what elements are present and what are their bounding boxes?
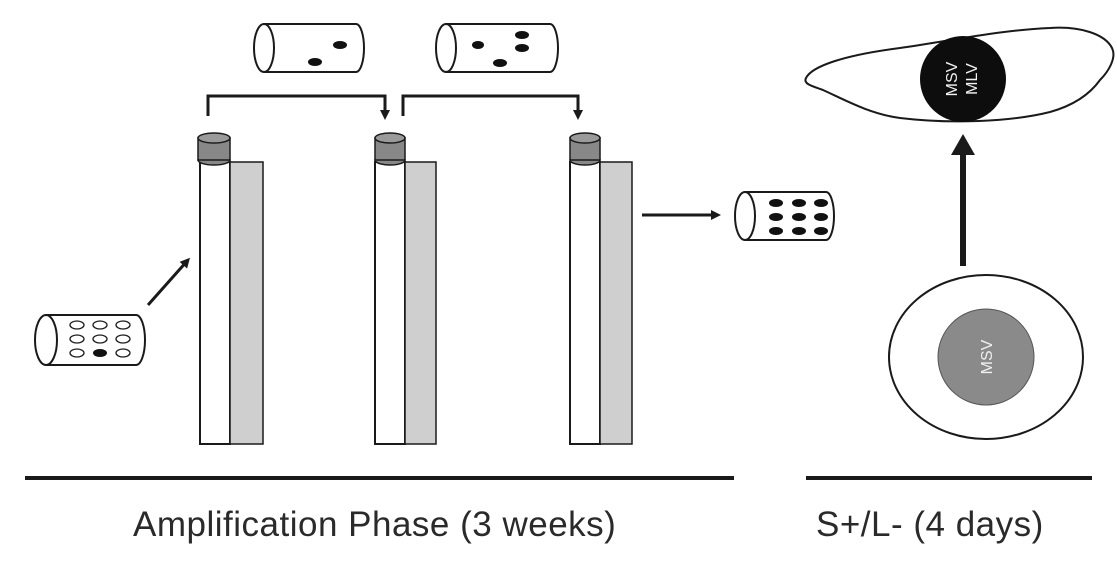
virus-particle <box>93 349 107 357</box>
virus-particle <box>792 213 806 221</box>
sl-cell: MSV <box>888 274 1084 440</box>
empty-well <box>69 348 85 358</box>
input-arrow <box>146 257 190 306</box>
virus-particle <box>814 199 828 207</box>
passage-connector-2 <box>401 94 583 120</box>
amplification-phase-caption: Amplification Phase (3 weeks) <box>133 505 617 544</box>
virus-particle <box>333 41 347 49</box>
sl-assay-caption: S+/L- (4 days) <box>816 505 1044 544</box>
culture-flask-1 <box>197 132 264 445</box>
virus-particle <box>308 58 322 66</box>
infected-cell-label-mlv: MLV <box>964 63 981 95</box>
empty-well <box>69 320 85 330</box>
transfer-tube-1 <box>253 23 365 73</box>
empty-well <box>92 334 108 344</box>
virus-particle <box>814 213 828 221</box>
virus-particle <box>769 213 783 221</box>
input-tube <box>34 314 146 366</box>
passage-connector-1 <box>206 94 390 120</box>
virus-particle <box>769 199 783 207</box>
infected-cell-label-msv: MSV <box>944 61 961 96</box>
virus-particle <box>472 41 484 49</box>
virus-particle <box>792 199 806 207</box>
empty-well <box>69 334 85 344</box>
empty-well <box>115 348 131 358</box>
empty-well <box>115 334 131 344</box>
infected-nucleus <box>920 36 1006 122</box>
transfer-tube-2 <box>435 23 559 73</box>
virus-particle <box>493 59 507 67</box>
virus-particle <box>792 227 806 235</box>
virus-particle <box>515 31 529 39</box>
infected-cell: MSV MLV <box>804 26 1115 123</box>
sl-cell-label-msv: MSV <box>979 339 996 374</box>
flask-cap <box>374 132 406 166</box>
empty-well <box>115 320 131 330</box>
culture-flask-3 <box>569 132 633 445</box>
culture-flask-2 <box>374 132 437 445</box>
virus-particle <box>814 227 828 235</box>
virus-particle <box>515 44 529 52</box>
output-tube <box>734 191 835 241</box>
flask-cap <box>569 132 601 166</box>
virus-particle <box>769 227 783 235</box>
sl-nucleus <box>937 308 1035 406</box>
flask-cap <box>197 132 231 166</box>
empty-well <box>92 320 108 330</box>
